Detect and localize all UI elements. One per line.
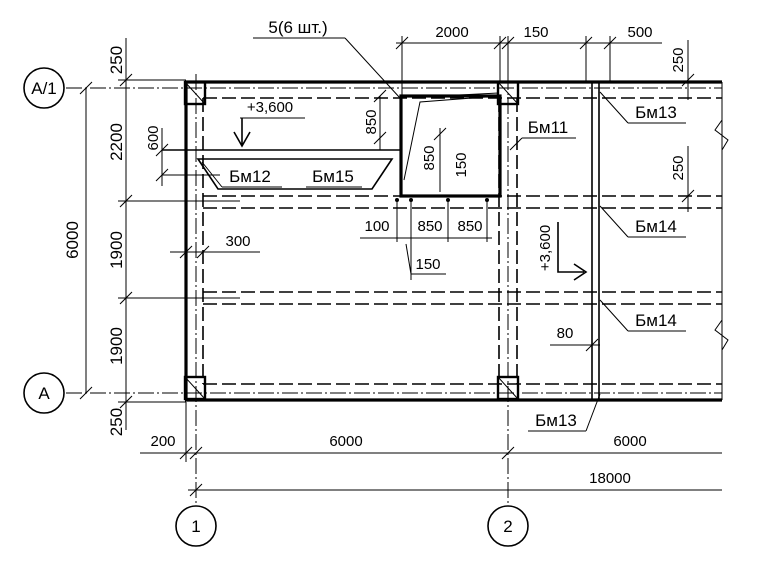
tick: [501, 446, 515, 460]
axis-bubble-a1: [23, 67, 65, 109]
leader: [599, 205, 629, 238]
dim-850-a: 850: [417, 218, 442, 235]
callout-rods: 5(6 шт.): [268, 18, 327, 37]
dim-850-inner: 850: [421, 145, 438, 170]
dim-80: 80: [557, 325, 574, 342]
rod-dot: [485, 198, 489, 202]
tick: [395, 36, 409, 50]
tick: [433, 127, 447, 141]
dim-1900-b: 1900: [107, 327, 126, 365]
axis-bubbles: А/1 А 1 2: [23, 67, 529, 547]
level-right: +3,600: [537, 225, 554, 271]
dim-250-right-b: 250: [670, 155, 687, 180]
dim-2200: 2200: [107, 123, 126, 161]
leader: [344, 37, 401, 99]
tick: [79, 81, 93, 95]
dim-6000-a: 6000: [329, 433, 362, 450]
tick: [119, 194, 133, 208]
label-bm12: Бм12: [229, 167, 271, 186]
label-bm13-bottom: Бм13: [535, 411, 577, 430]
label-bm14-b: Бм14: [635, 311, 677, 330]
dim-150-top: 150: [523, 24, 548, 41]
rod-dot: [446, 198, 450, 202]
tick: [501, 36, 515, 50]
tick: [189, 483, 203, 497]
axis-lines: [66, 74, 722, 506]
label-bm13-top: Бм13: [635, 103, 677, 122]
level-top: +3,600: [247, 99, 293, 116]
axis-bubble-2: [487, 505, 529, 547]
tick: [189, 446, 203, 460]
dim-18000: 18000: [589, 470, 631, 487]
beam-bm12-shape: [196, 158, 394, 190]
dim-100: 100: [364, 218, 389, 235]
axis-label-a1: А/1: [31, 79, 57, 98]
tick: [681, 73, 695, 87]
leader: [599, 299, 629, 332]
dim-150-row: 150: [415, 256, 440, 273]
tick: [79, 386, 93, 400]
tick: [603, 36, 617, 50]
dim-300: 300: [225, 233, 250, 250]
column-hatch: [184, 376, 206, 400]
dim-250-right-a: 250: [670, 47, 687, 72]
opening-cut: [403, 92, 499, 181]
axis-label-1: 1: [191, 517, 200, 536]
dim-1900-a: 1900: [107, 231, 126, 269]
column-hatch: [184, 81, 206, 105]
level-marks: +3,600 +3,600: [233, 99, 588, 281]
rod-dot: [409, 198, 413, 202]
dim-250-bottom: 250: [107, 408, 126, 436]
axis-bubble-a: [23, 372, 65, 414]
leader: [585, 393, 601, 432]
callouts: 5(6 шт.) Бм11 Бм12 Бм15 Бм13 Бм14 Бм14 Б…: [201, 18, 686, 432]
floor-opening: [399, 94, 502, 198]
tick: [373, 131, 387, 145]
left-dimensions: 250 2200 1900 1900 250 6000 600 300: [63, 38, 260, 436]
opening-dimensions: 850 850 150 100 850 850 150 80: [360, 89, 600, 352]
axis-label-a: А: [38, 384, 50, 403]
leader: [405, 243, 412, 275]
rod-dot: [395, 198, 399, 202]
tick: [681, 189, 695, 203]
dim-250-top: 250: [107, 46, 126, 74]
top-dimensions: 2000 150 500 250 250: [395, 24, 695, 212]
dim-150-inner: 150: [453, 152, 470, 177]
bottom-dimensions: 200 6000 6000 18000: [140, 402, 722, 497]
label-bm14-a: Бм14: [635, 217, 677, 236]
dim-850-left: 850: [363, 109, 380, 134]
dim-6000-b: 6000: [613, 433, 646, 450]
tick: [179, 446, 193, 460]
dim-2000: 2000: [435, 24, 468, 41]
dim-600: 600: [145, 125, 162, 150]
tick: [196, 245, 210, 259]
tick: [585, 338, 599, 352]
dim-6000-vertical: 6000: [63, 221, 82, 259]
level-arrow-top: [233, 118, 251, 148]
axis-bubble-1: [175, 505, 217, 547]
tick: [155, 143, 169, 157]
tick: [119, 73, 133, 87]
leader: [201, 161, 223, 188]
tick: [493, 36, 507, 50]
column-a1-1: [183, 80, 207, 106]
label-bm11: Бм11: [528, 118, 569, 137]
leader: [599, 91, 629, 124]
dim-200: 200: [150, 433, 175, 450]
tick: [119, 395, 133, 409]
dim-500: 500: [627, 24, 652, 41]
tick: [373, 89, 387, 103]
column-a-1: [183, 375, 207, 401]
tick: [179, 245, 193, 259]
leader: [509, 137, 523, 151]
dim-850-b: 850: [457, 218, 482, 235]
tick: [155, 168, 169, 182]
level-arrow-right: [557, 222, 588, 281]
axis-label-2: 2: [503, 517, 512, 536]
tick: [579, 36, 593, 50]
tick: [119, 291, 133, 305]
label-bm15: Бм15: [312, 167, 354, 186]
